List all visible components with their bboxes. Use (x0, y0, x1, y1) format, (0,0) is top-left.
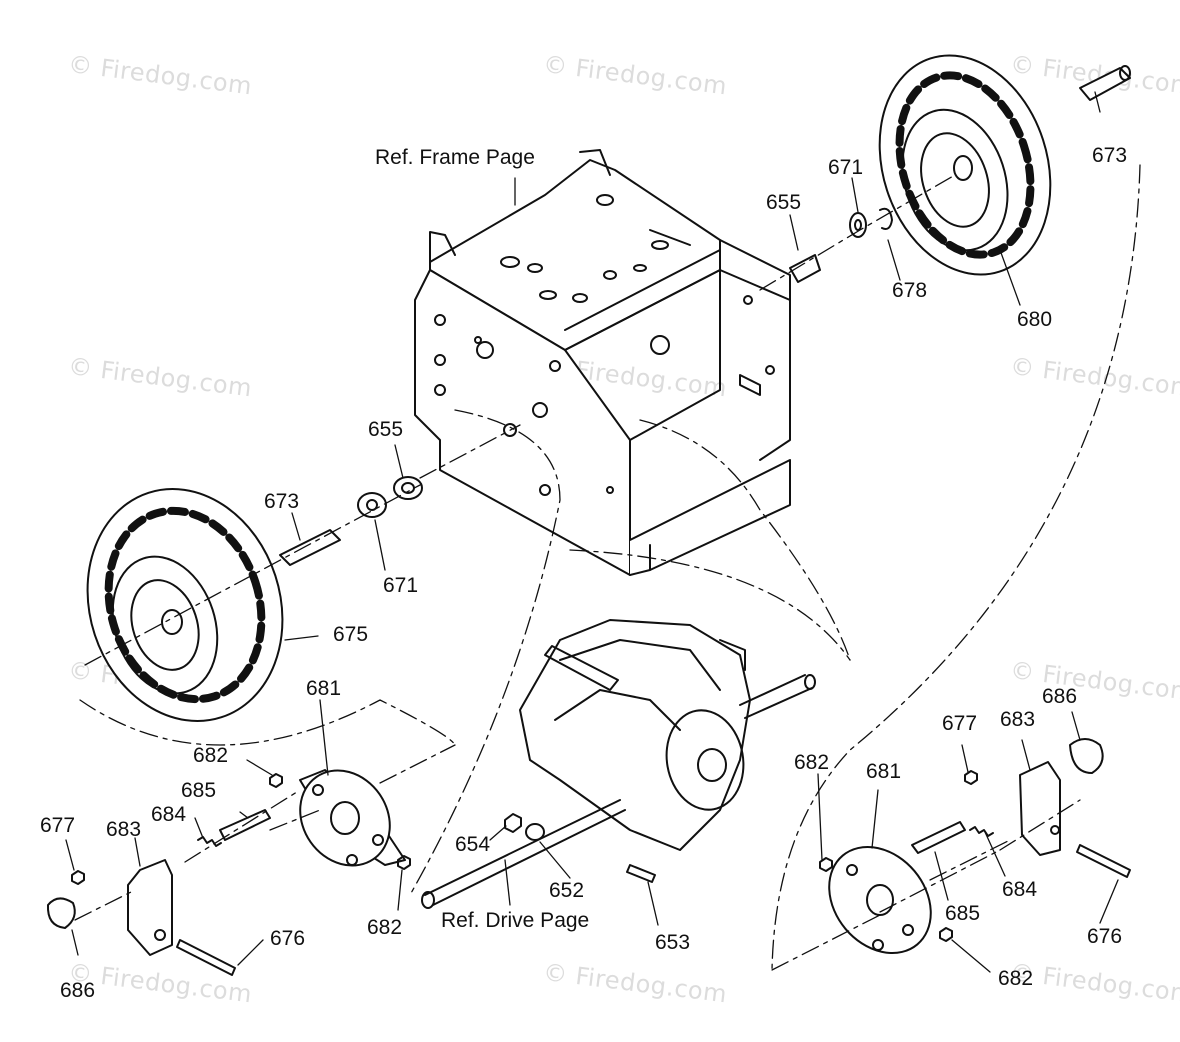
part-label-682: 682 (998, 967, 1034, 990)
part-label-680: 680 (1017, 308, 1053, 331)
part-label-686: 686 (60, 979, 96, 1002)
left-axle-tube-673 (279, 529, 341, 566)
part-label-683: 683 (106, 818, 142, 841)
left-hub-plate-681 (299, 769, 406, 867)
right-wheel-drawing (878, 54, 1052, 276)
bracket-683-left (127, 859, 173, 956)
right-bushing-655 (789, 254, 821, 283)
right-axle-tube-673 (1079, 65, 1131, 101)
nut-677-right (964, 770, 978, 785)
part-label-671: 671 (383, 574, 419, 597)
nut-682-right-top (819, 857, 833, 872)
assembly-lines (74, 164, 1141, 971)
part-label-655: 655 (368, 418, 404, 441)
right-washer-671 (849, 212, 867, 238)
left-washer-671 (357, 492, 387, 518)
part-label-654: 654 (455, 833, 491, 856)
bolt-685-left (219, 809, 271, 841)
bolt-676-right (1076, 844, 1131, 878)
part-label-678: 678 (892, 279, 928, 302)
part-label-676: 676 (1087, 925, 1123, 948)
left-wheel-drawing (86, 487, 284, 723)
right-clip-678 (879, 207, 893, 230)
bolt-653 (626, 864, 656, 883)
part-label-684: 684 (1002, 878, 1038, 901)
ref-drive-page-label: Ref. Drive Page (441, 909, 590, 932)
knob-686-left (46, 897, 76, 929)
part-label-685: 685 (181, 779, 217, 802)
part-label-653: 653 (655, 931, 691, 954)
nut-682-right-bottom (939, 927, 953, 942)
knob-686-right (1069, 738, 1104, 774)
part-label-686: 686 (1042, 685, 1078, 708)
part-label-682: 682 (794, 751, 830, 774)
leader-lines (65, 91, 1119, 973)
part-label-652: 652 (549, 879, 585, 902)
part-label-682: 682 (193, 744, 229, 767)
nut-682-left-bottom (397, 855, 411, 870)
nut-677-left (71, 870, 85, 885)
part-label-685: 685 (945, 902, 981, 925)
bracket-683-right (1019, 761, 1061, 856)
transmission-drawing (421, 619, 816, 909)
part-label-683: 683 (1000, 708, 1036, 731)
part-label-677: 677 (942, 712, 978, 735)
part-label-677: 677 (40, 814, 76, 837)
part-label-676: 676 (270, 927, 306, 950)
part-label-681: 681 (306, 677, 342, 700)
part-label-655: 655 (766, 191, 802, 214)
bolt-685-right (911, 821, 966, 854)
bolt-676-left (176, 939, 236, 976)
part-label-675: 675 (333, 623, 369, 646)
part-label-682: 682 (367, 916, 403, 939)
part-label-671: 671 (828, 156, 864, 179)
part-label-673: 673 (264, 490, 300, 513)
right-hub-plate-681 (828, 845, 932, 955)
part-label-681: 681 (866, 760, 902, 783)
nut-654 (504, 813, 522, 833)
frame-drawing (414, 149, 791, 576)
spring-684-right (969, 826, 994, 837)
nut-682-left-top (269, 773, 283, 788)
part-label-673: 673 (1092, 144, 1128, 167)
part-label-684: 684 (151, 803, 187, 826)
washer-652 (525, 823, 545, 841)
left-bushing-655 (393, 476, 423, 500)
ref-frame-page-label: Ref. Frame Page (375, 146, 535, 169)
